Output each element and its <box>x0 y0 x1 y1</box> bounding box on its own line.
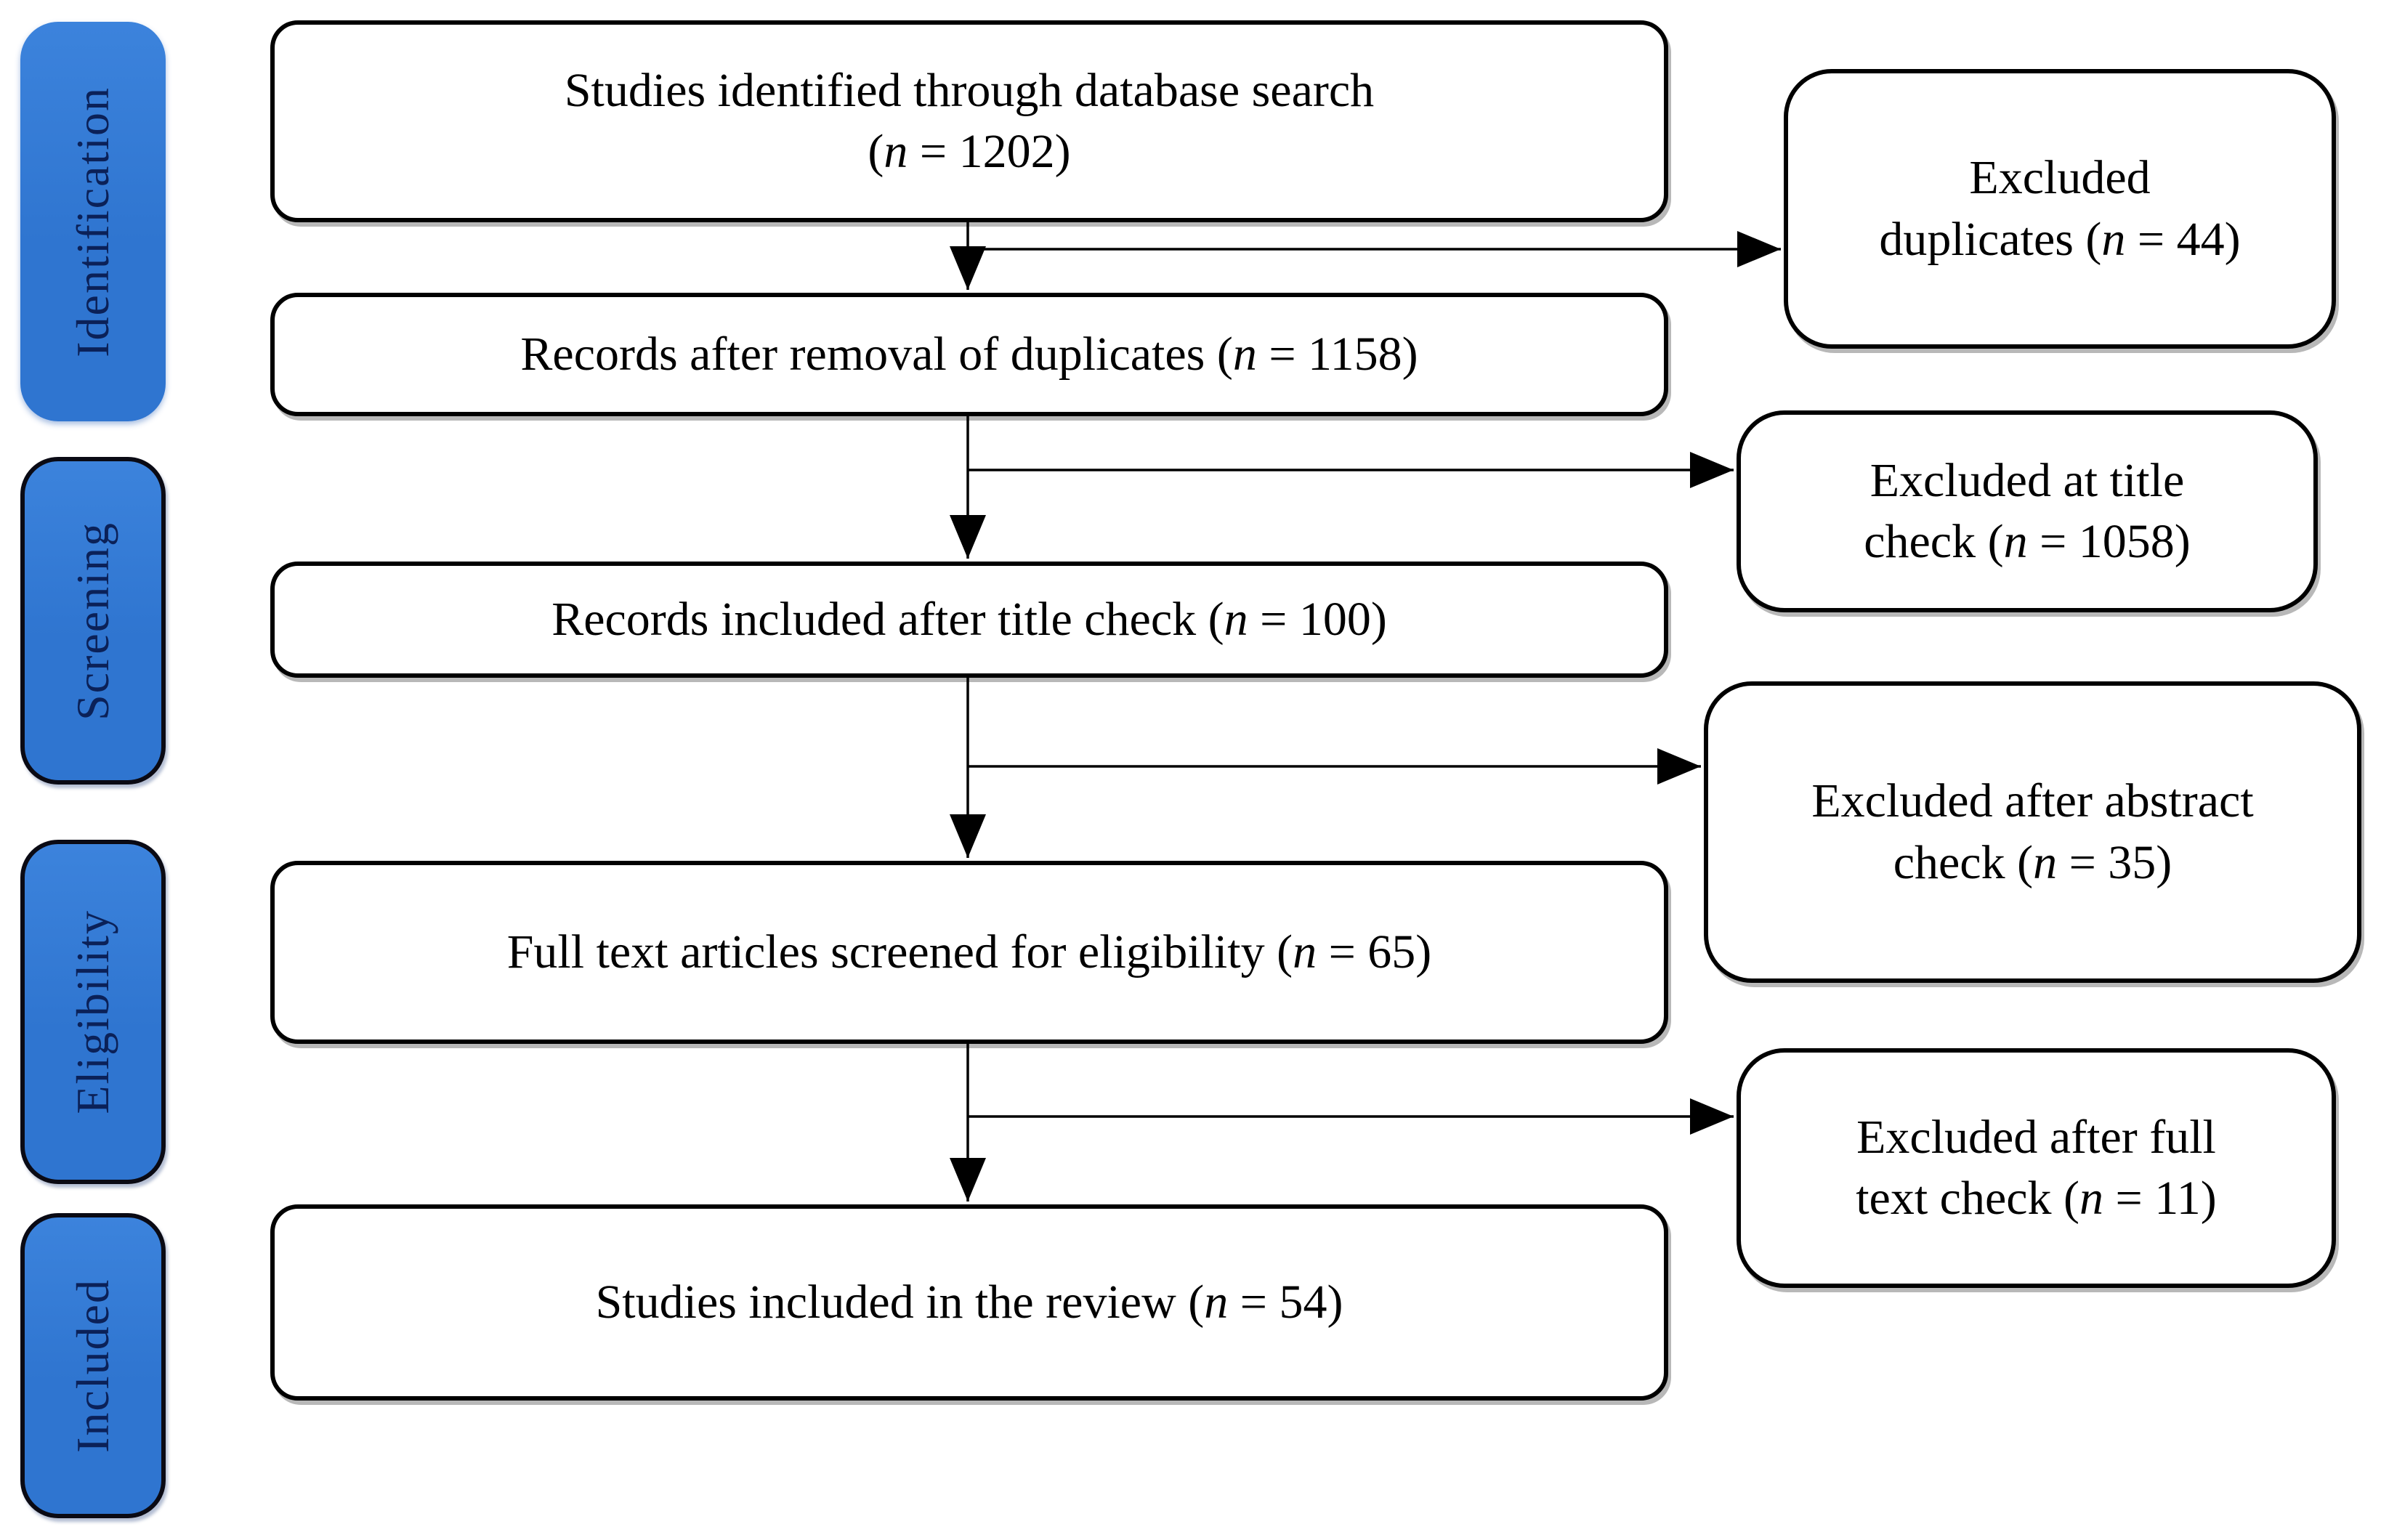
box-records-after-title-check: Records included after title check (n = … <box>270 562 1668 678</box>
stage-included: Included <box>20 1213 166 1518</box>
stage-screening-label: Screening <box>67 521 118 721</box>
stage-eligibility: Eligibility <box>20 840 166 1184</box>
stage-screening: Screening <box>20 457 166 785</box>
stage-included-label: Included <box>67 1278 118 1453</box>
box-studies-included: Studies included in the review (n = 54) <box>270 1204 1668 1401</box>
box-studies-identified: Studies identified through database sear… <box>270 20 1668 222</box>
stage-identification: Identification <box>20 22 166 421</box>
stage-eligibility-label: Eligibility <box>67 909 118 1114</box>
box-fulltext-screened: Full text articles screened for eligibil… <box>270 861 1668 1044</box>
stage-identification-label: Identification <box>67 86 118 357</box>
box-records-after-duplicate-removal: Records after removal of duplicates (n =… <box>270 293 1668 416</box>
